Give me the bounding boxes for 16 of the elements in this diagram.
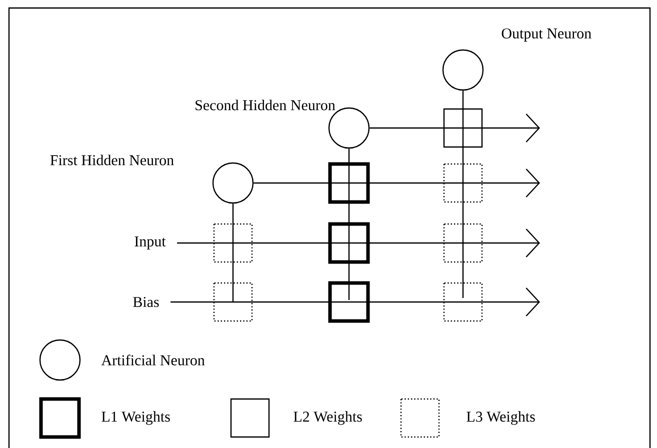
arrow [170,288,540,316]
connector-line [348,148,350,300]
input-label: Input [134,236,166,250]
connector-line [232,204,234,302]
legend-text: Artificial Neuron [101,354,205,366]
legend-text: L1 Weights [102,411,170,425]
node-label: Second Hidden Neuron [196,100,336,110]
connector-line [462,90,464,298]
node-label: First Hidden Neuron [50,154,174,166]
legend-text: L3 Weights [466,411,535,425]
arrow [177,228,540,258]
legend-text: L2 Weights [294,411,362,425]
arrow [370,114,540,142]
arrow [254,168,540,198]
input-label: Bias [133,296,159,308]
node-label: Output Neuron [502,28,592,42]
